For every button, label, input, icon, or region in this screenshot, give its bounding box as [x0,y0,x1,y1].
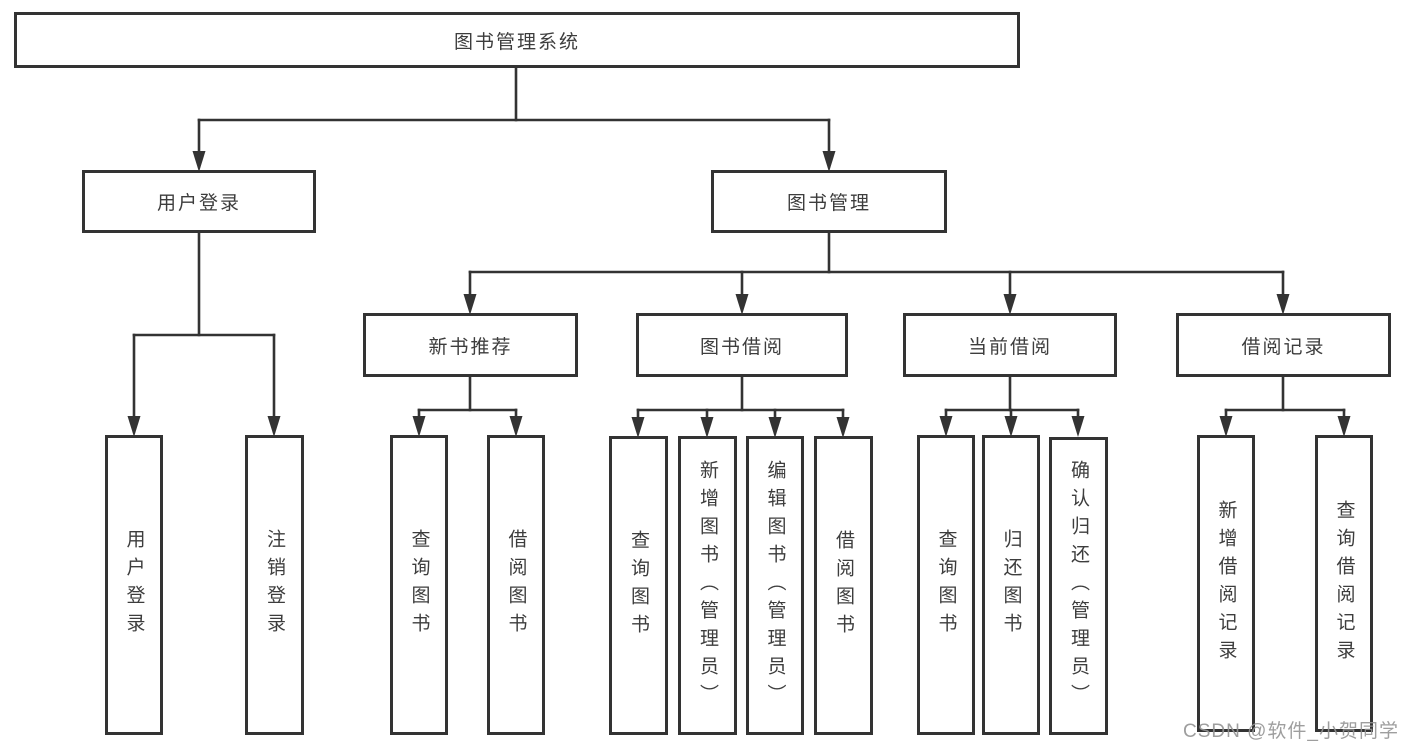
node-label: 用户登录 [156,193,241,214]
leaf-edit-books-admin: 编辑图书（管理员） [746,436,804,735]
node-label: 编辑图书（管理员） [764,459,786,712]
node-library-system: 图书管理系统 [14,12,1020,68]
node-label: 图书借阅 [699,336,784,358]
leaf-add-books-admin: 新增图书（管理员） [678,436,737,735]
leaf-confirm-return-admin: 确认归还（管理员） [1049,437,1108,735]
node-new-book-recommend: 新书推荐 [363,313,578,377]
node-label: 查询借阅记录 [1333,499,1355,668]
node-label: 图书管理系统 [453,31,580,53]
leaf-add-borrow-record: 新增借阅记录 [1197,435,1255,732]
node-label: 借阅图书 [505,529,527,641]
leaf-borrow-books: 借阅图书 [814,436,873,735]
node-label: 查询图书 [935,529,957,641]
leaf-query-books-borrow: 查询图书 [609,436,668,735]
node-book-management: 图书管理 [711,170,947,233]
node-label: 新书推荐 [428,336,513,358]
node-label: 当前借阅 [967,336,1052,358]
node-label: 归还图书 [1000,529,1022,641]
node-label: 借阅图书 [833,529,854,642]
node-label: 确认归还（管理员） [1068,460,1089,712]
node-borrow-record: 借阅记录 [1176,313,1391,377]
node-label: 借阅记录 [1241,336,1326,358]
node-user-login: 用户登录 [82,170,316,233]
leaf-logout: 注销登录 [245,435,304,735]
node-label: 用户登录 [123,529,145,641]
leaf-query-books-recommend: 查询图书 [390,435,448,735]
leaf-query-borrow-record: 查询借阅记录 [1315,435,1373,732]
node-label: 新增图书（管理员） [697,459,718,712]
node-current-borrow: 当前借阅 [903,313,1117,377]
leaf-return-books: 归还图书 [982,435,1040,735]
node-label: 查询图书 [408,529,430,641]
node-label: 新增借阅记录 [1215,499,1237,668]
node-label: 查询图书 [628,529,649,642]
node-book-borrow: 图书借阅 [636,313,848,377]
leaf-borrow-books-recommend: 借阅图书 [487,435,545,735]
leaf-query-books-current: 查询图书 [917,435,975,735]
leaf-user-login: 用户登录 [105,435,163,735]
node-label: 图书管理 [786,193,871,214]
node-label: 注销登录 [264,529,285,641]
